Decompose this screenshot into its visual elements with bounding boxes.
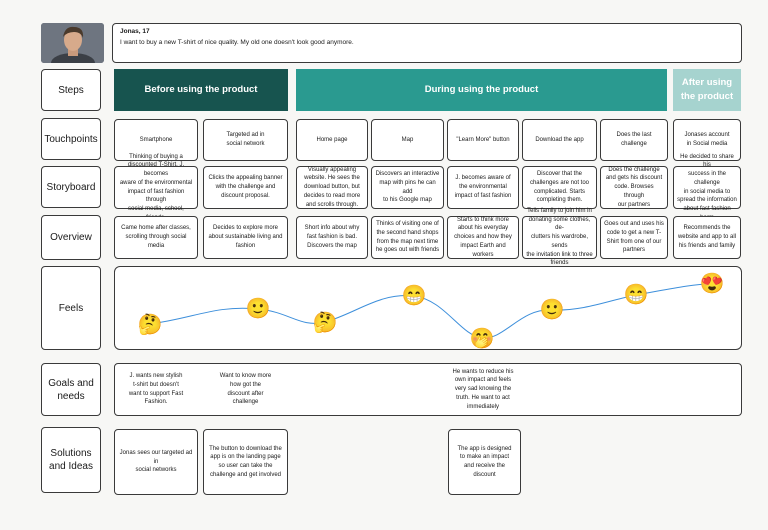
touchpoint-cell: Home page xyxy=(296,119,368,161)
persona-avatar xyxy=(41,23,104,63)
row-label-feels: Feels xyxy=(41,266,101,350)
face-with-hand-over-mouth-emoji: 🤭 xyxy=(470,327,495,350)
smiling-emoji: 🙂 xyxy=(540,298,565,321)
persona-photo-icon xyxy=(41,23,104,63)
row-label-storyboard: Storyboard xyxy=(41,166,101,208)
grinning-emoji: 😁 xyxy=(624,283,649,306)
touchpoint-cell: "Learn More" button xyxy=(447,119,519,161)
persona-name: Jonas, 17 xyxy=(120,28,150,35)
phase-before: Before using the product xyxy=(114,69,288,111)
overview-cell: Came home after classes,scrolling throug… xyxy=(114,216,198,259)
feels-panel xyxy=(114,266,742,350)
thinking-emoji: 🤔 xyxy=(313,311,338,334)
phase-during: During using the product xyxy=(296,69,667,111)
row-label-steps: Steps xyxy=(41,69,101,111)
touchpoint-cell: Download the app xyxy=(522,119,597,161)
row-label-overview: Overview xyxy=(41,215,101,260)
emotion-curve-line xyxy=(149,283,713,339)
touchpoint-cell: Smartphone xyxy=(114,119,198,161)
smiling-with-heart-eyes-emoji: 😍 xyxy=(700,272,725,295)
persona-card: Jonas, 17 I want to buy a new T-shirt of… xyxy=(112,23,742,63)
goals-panel xyxy=(114,363,742,416)
smiling-emoji: 🙂 xyxy=(246,297,271,320)
touchpoint-cell: Does the last challenge xyxy=(600,119,668,161)
grinning-emoji: 😁 xyxy=(402,284,427,307)
touchpoint-cell: Map xyxy=(371,119,444,161)
row-label-touchpoints: Touchpoints xyxy=(41,118,101,160)
thinking-emoji: 🤔 xyxy=(138,313,163,336)
persona-quote: I want to buy a new T-shirt of nice qual… xyxy=(120,39,354,46)
